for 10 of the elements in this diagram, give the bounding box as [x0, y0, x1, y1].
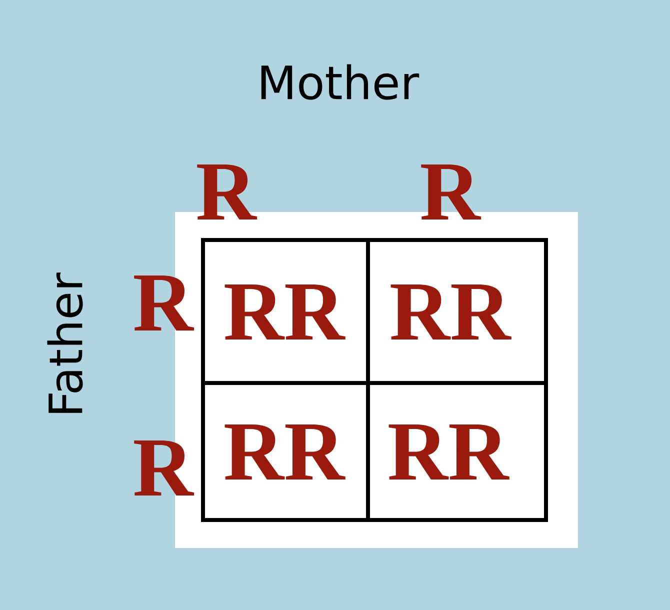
genotype-text: RR: [224, 424, 346, 480]
genotype-text: RR: [390, 284, 512, 340]
genotype-text: RR: [224, 284, 346, 340]
genotype-text: RR: [388, 424, 510, 480]
allele-letter: R: [197, 164, 258, 220]
parent-label: Father: [47, 272, 83, 413]
parent-label: Mother: [261, 64, 420, 100]
allele-letter: R: [134, 440, 194, 496]
allele-letter: R: [134, 276, 194, 330]
allele-letter: R: [421, 164, 482, 220]
